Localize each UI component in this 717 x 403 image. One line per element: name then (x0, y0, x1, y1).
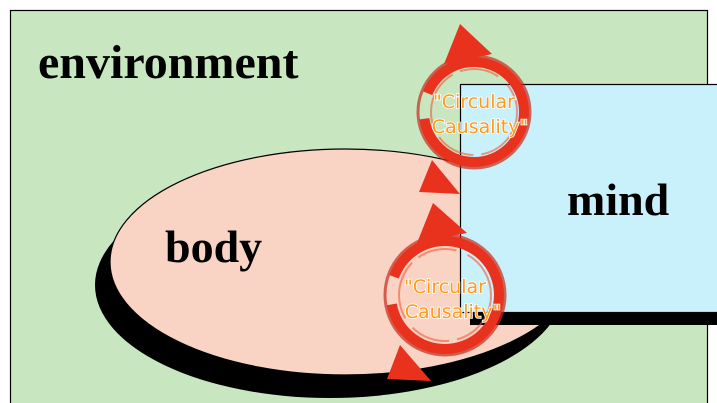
loop-label-line2: Causality" (432, 116, 528, 138)
loop-label-line2: Causality" (405, 301, 501, 323)
body-label: body (165, 221, 262, 272)
loop-label-line1: "Circular (404, 276, 486, 298)
loop-label-line1: "Circular (433, 91, 515, 113)
environment-label: environment (38, 36, 298, 89)
mind-label: mind (567, 174, 670, 225)
